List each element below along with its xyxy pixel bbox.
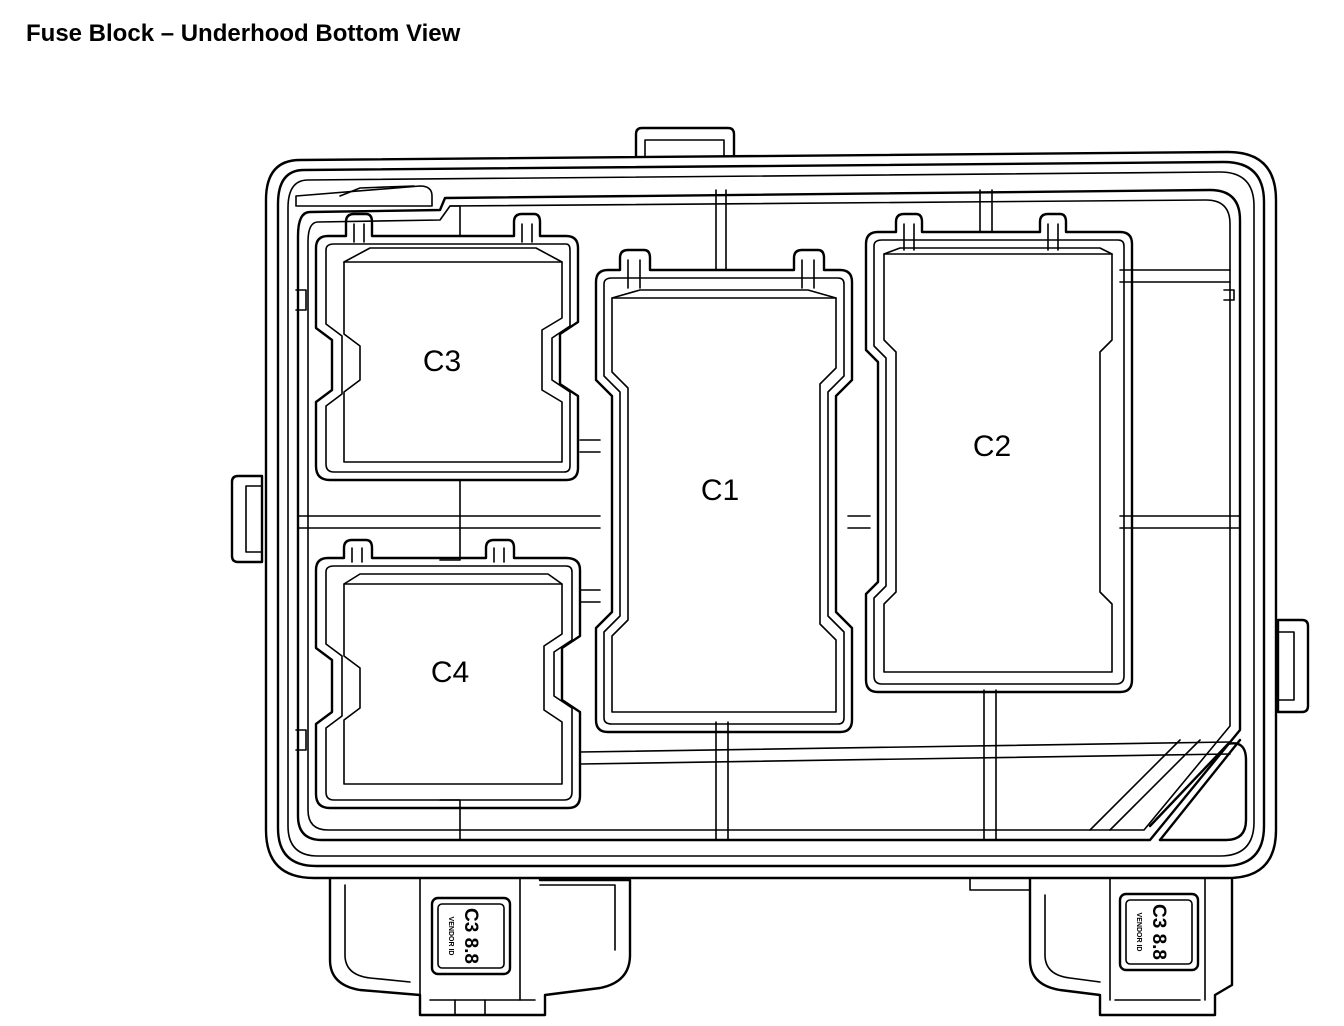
right-plug-small-label: VENDOR ID — [1135, 913, 1142, 952]
top-latch-tab — [634, 126, 736, 162]
label-c3: C3 — [423, 345, 461, 378]
right-plug-face: C3 8.8 VENDOR ID — [1118, 892, 1200, 972]
inner-frame — [295, 185, 1248, 842]
ribs — [295, 189, 1241, 841]
label-c2: C2 — [973, 430, 1011, 463]
label-c1: C1 — [701, 474, 739, 507]
right-plug-main-label: C3 8.8 — [1148, 904, 1169, 960]
label-c4: C4 — [431, 656, 469, 689]
left-plug-main-label: C3 8.8 — [460, 908, 481, 964]
c1-cavity — [594, 248, 854, 734]
left-plug-face: C3 8.8 VENDOR ID — [430, 896, 512, 976]
page-title: Fuse Block – Underhood Bottom View — [26, 20, 461, 47]
c2-cavity — [864, 212, 1134, 694]
housing-outline — [264, 150, 1278, 880]
left-latch-tab — [230, 474, 264, 564]
right-latch-tab — [1276, 618, 1310, 714]
c4-cavity — [314, 538, 582, 810]
c3-cavity — [314, 212, 580, 482]
left-plug-small-label: VENDOR ID — [447, 917, 454, 956]
